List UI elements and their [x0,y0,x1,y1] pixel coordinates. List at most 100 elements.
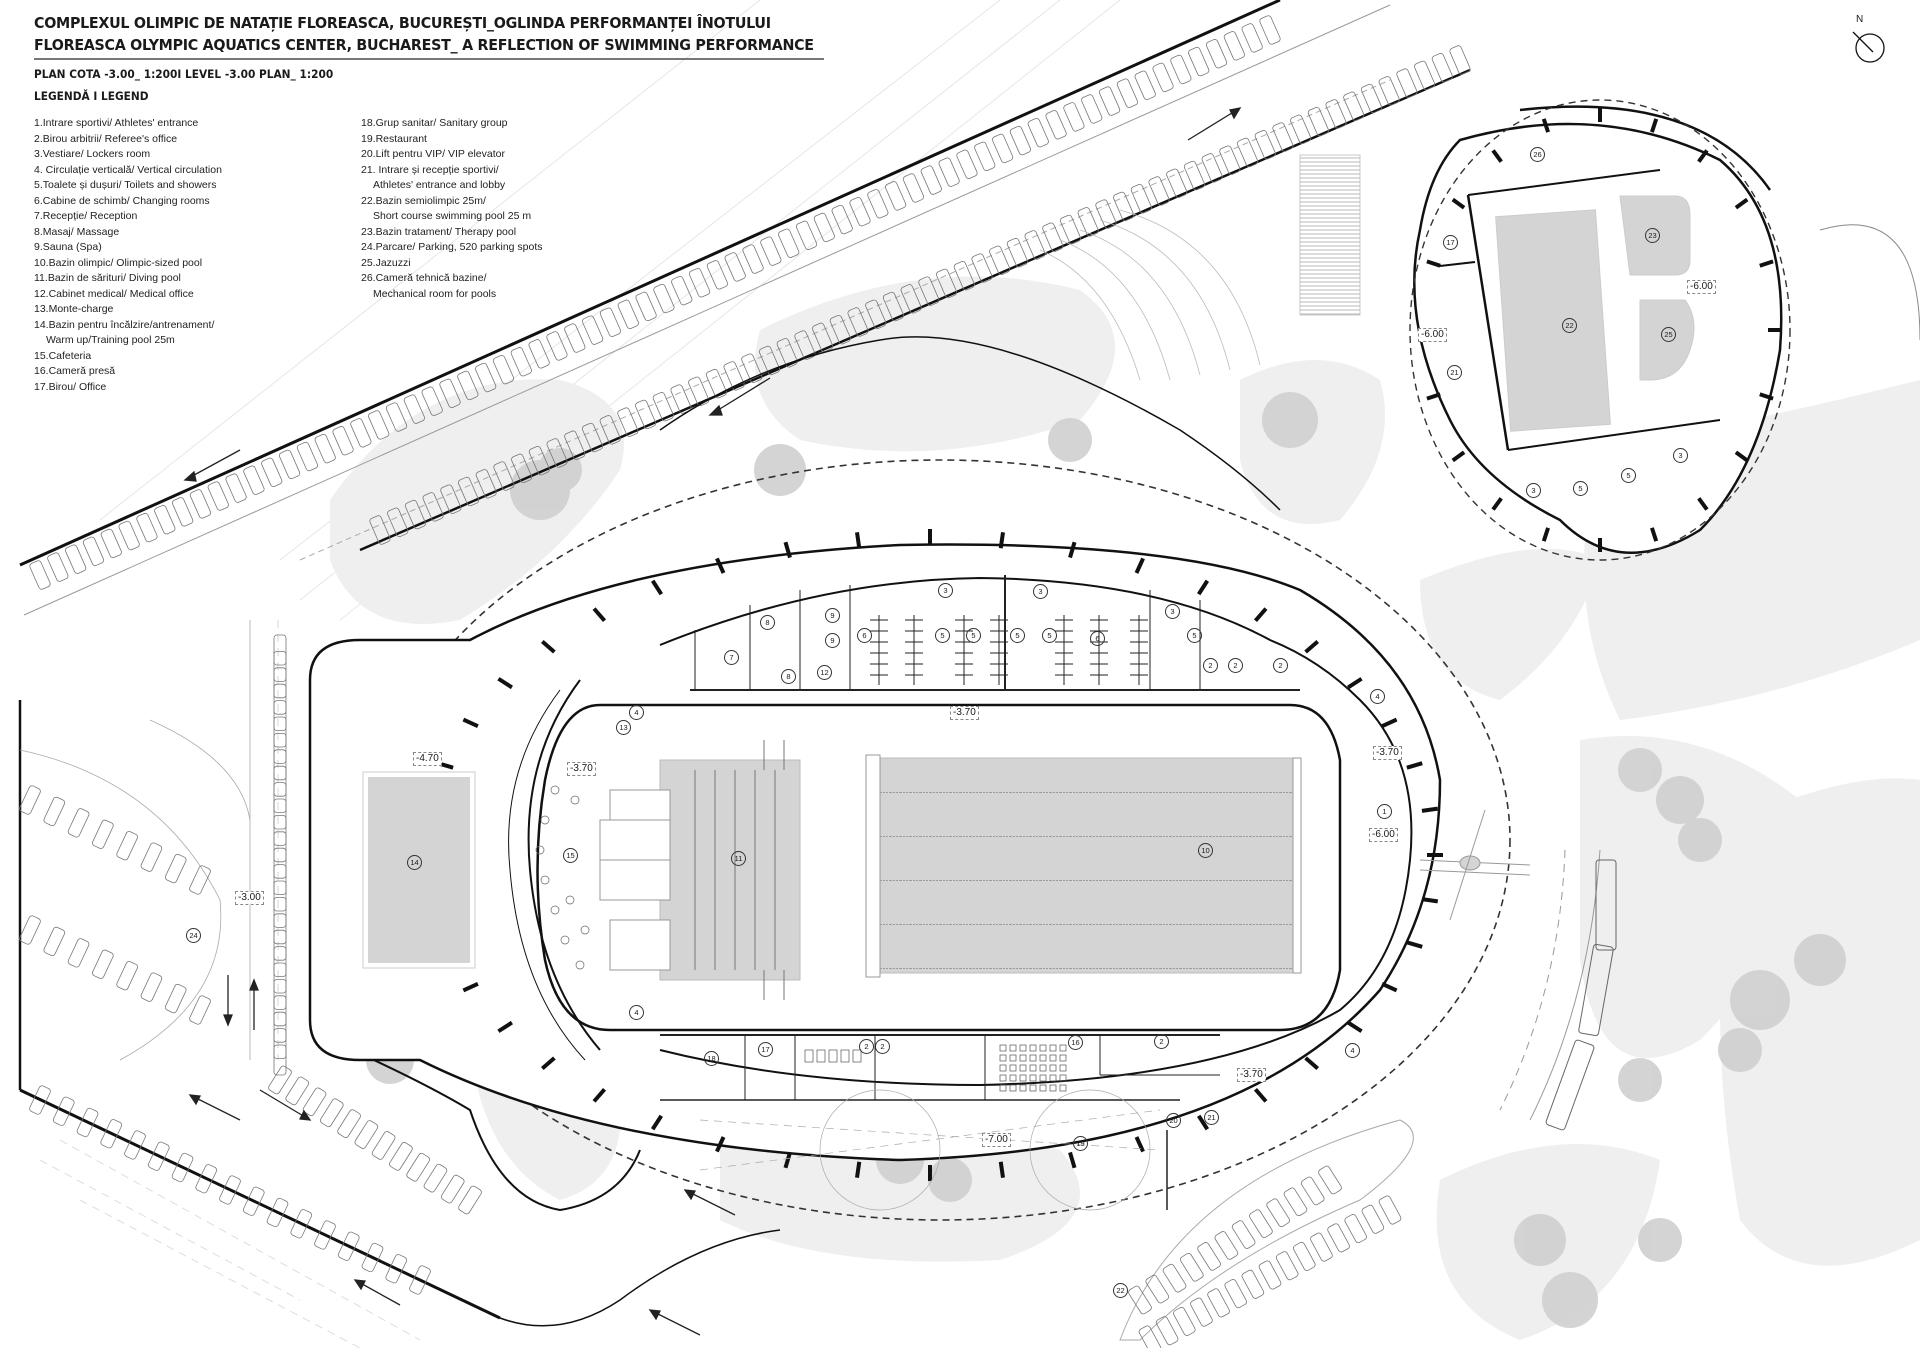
parking-stall [599,307,622,337]
parking-stall [1098,86,1121,116]
parking-stall [582,315,604,345]
parking-stall [1343,91,1365,121]
desk [840,1049,850,1063]
annex-facade-column [1768,328,1782,332]
facade-column [497,1020,513,1033]
annex-facade-column [1759,392,1774,401]
parking-stall [116,831,138,861]
parking-stall [29,560,51,590]
parking-stall [124,1130,146,1160]
facade-column [462,717,479,729]
annex-facade-column [1426,259,1441,268]
facade-column [592,1087,607,1103]
legend-item-text: 13.Monte-charge [34,303,114,315]
legend-item-text: 16.Cameră presă [34,365,116,377]
annex-building [1409,99,1791,561]
parking-stall [164,983,187,1014]
room-number-lockers-b: 3 [1033,584,1048,599]
parking-stall [1045,110,1067,140]
annex-facade-column [1491,497,1503,511]
parking-stall [1283,1187,1308,1217]
parking-stall [1378,76,1400,106]
parking-stall [314,433,336,464]
parking-stall [67,938,90,968]
parking-stall [273,716,287,748]
facade-column [1406,940,1423,949]
parking-stall [1396,68,1418,98]
facade-column [928,529,932,545]
parking-stall [82,536,105,566]
facade-column [998,532,1005,549]
room-number-referee-a: 2 [1203,658,1218,673]
parking-stall [1116,78,1138,108]
parking-stall [1327,1223,1350,1253]
legend-heading: LEGENDĂ I LEGEND [34,89,149,103]
parking-stall [100,1119,123,1149]
parking-stall [1241,23,1263,53]
parking-stall [813,212,835,243]
legend-item-text: 1.Intrare sportivi/ Athletes' entrance [34,117,199,129]
parking-stall [389,1142,413,1171]
legend-item-subtext: Short course swimming pool 25 m [373,210,532,222]
room-number-wc-e: 5 [1187,628,1202,643]
desk [804,1049,814,1063]
press-seat [1019,1044,1027,1052]
parking-stall [47,552,69,582]
legend-item-text: 26.Cameră tehnică bazine/ [361,272,487,284]
parking-stall [285,1076,310,1106]
parking-stall [273,782,287,813]
parking-stall [1024,230,1046,260]
parking-stall [273,1028,287,1059]
annex-facade-column [1697,497,1709,511]
cafe-table [550,905,560,915]
parking-stall [1188,46,1210,77]
legend-item-text: 24.Parcare/ Parking, 520 parking spots [361,241,543,253]
parking-stall [172,497,194,527]
parking-stall [273,897,287,928]
parking-stall [1201,153,1223,183]
elevation-parking-road: -3.00 [235,891,264,905]
facade-column [1068,541,1077,559]
parking-stall [742,244,764,274]
parking-stall [1414,60,1436,91]
annex-facade-column [1451,450,1466,463]
parking-stall [564,323,586,353]
press-seat [1009,1064,1017,1072]
facade-column [1134,1136,1145,1153]
room-number-restaurant: 19 [1073,1136,1088,1151]
legend-item: 18.Grup sanitar/ Sanitary group [361,116,681,132]
annex-facade-column [1541,527,1550,542]
facade-column [783,541,792,559]
parking-stall [971,253,993,283]
legend-item-text: 10.Bazin olimpic/ Olimpic-sized pool [34,256,203,269]
cafe-table [540,875,550,885]
room-number-annex-wc-b: 5 [1621,468,1636,483]
annex-facade-column [1598,108,1602,122]
parking-stall [1360,83,1383,114]
facade-column [855,1161,862,1178]
parking-stall [1180,1252,1204,1282]
parking-stall [457,476,480,507]
parking-stall [52,1096,75,1126]
legend-item-text: 14.Bazin pentru încălzire/antrenament/ [34,318,215,331]
parking-stall [43,926,66,957]
press-seat [1059,1074,1067,1082]
legend-item: 26.Cameră tehnică bazine/Mechanical room… [361,271,681,302]
press-seat [999,1044,1007,1052]
parking-stall [758,345,781,376]
room-number-massage-b: 8 [781,669,796,684]
parking-stall [1077,207,1099,237]
annex-facade-column [1734,197,1749,210]
desk [828,1049,838,1063]
parking-stall [706,260,728,290]
parking-stall [956,149,978,179]
parking-stall [337,1231,360,1261]
annex-facade-column [1650,527,1659,542]
parking-stall [140,972,163,1002]
legend-item: 1.Intrare sportivi/ Athletes' entrance [34,116,354,132]
parking-stall [1237,137,1259,168]
parking-stall [1145,1274,1170,1304]
room-number-wc-a: 5 [935,628,950,643]
press-seat [1029,1064,1037,1072]
